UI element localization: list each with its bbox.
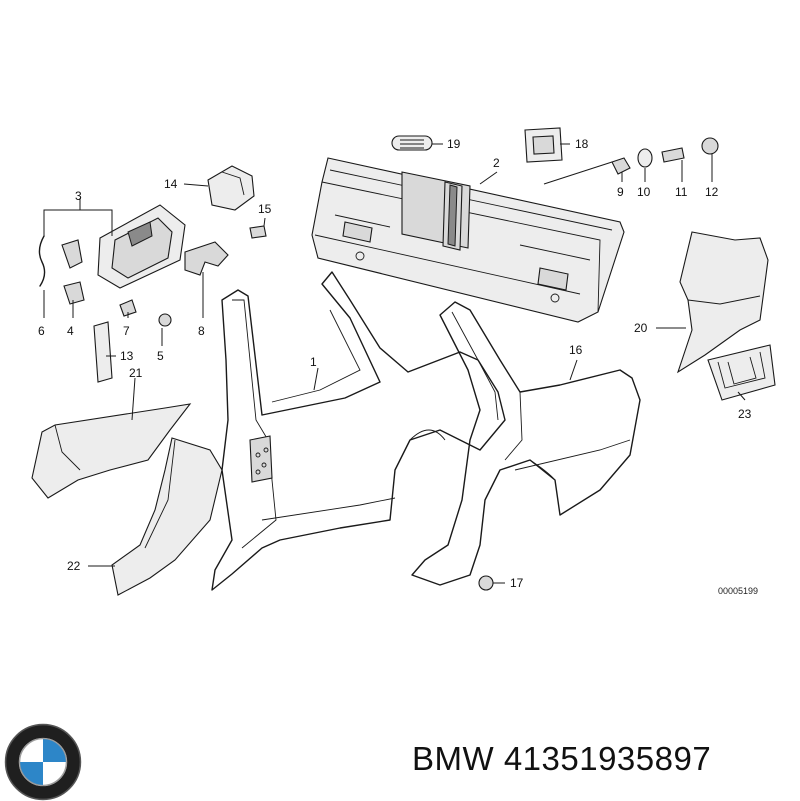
callout-10: 10 [637,185,651,199]
callout-23: 23 [738,407,752,421]
leader-lines [43,143,746,584]
part-quarter-panel [411,301,641,586]
part-bracket [707,344,776,401]
callout-labels: 1 2 3 4 5 6 7 8 9 10 11 12 13 14 15 16 1… [38,137,758,596]
callout-3: 3 [75,189,82,203]
part-housing [207,165,255,211]
callout-19: 19 [447,137,461,151]
part-fuel-flap [97,204,186,289]
callout-16: 16 [569,343,583,357]
part-hinge [184,241,229,276]
drawing-code: 00005199 [718,586,758,596]
callout-9: 9 [617,185,624,199]
callout-2: 2 [493,156,500,170]
part-side-frame [211,271,506,591]
bmw-logo-icon [4,723,82,801]
part-small-items [38,127,719,591]
callout-20: 20 [634,321,648,335]
callout-6: 6 [38,324,45,338]
callout-1: 1 [310,355,317,369]
callout-15: 15 [258,202,272,216]
callout-5: 5 [157,349,164,363]
part-number-caption: BMW 41351935897 [412,740,712,777]
callout-7: 7 [123,324,130,338]
part-sill-front [31,403,192,499]
callout-21: 21 [129,366,143,380]
callout-18: 18 [575,137,589,151]
part-sill-rear [111,437,223,596]
callout-12: 12 [705,185,719,199]
callout-14: 14 [164,177,178,191]
part-rear-panel [311,157,625,323]
part-rear-corner [676,231,769,374]
callout-13: 13 [120,349,134,363]
callout-8: 8 [198,324,205,338]
callout-11: 11 [675,185,688,199]
callout-17: 17 [510,576,524,590]
callout-4: 4 [67,324,74,338]
callout-22: 22 [67,559,81,573]
